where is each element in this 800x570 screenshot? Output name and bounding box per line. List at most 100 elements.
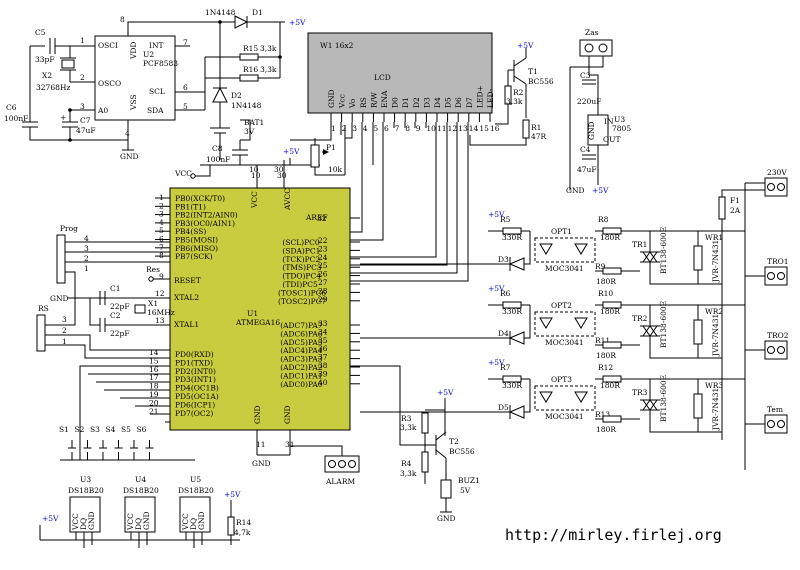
lcd-label: LCD xyxy=(374,73,391,82)
ch-rs: R9 xyxy=(595,262,606,271)
rtc-pin-vdd: VDD xyxy=(129,42,138,60)
c7-plus: + xyxy=(60,113,66,122)
mcu-pin-label: PB5(MOSI) xyxy=(175,236,218,245)
ch-opto-symbol xyxy=(539,391,588,403)
lcd-pin-name: GND xyxy=(327,89,336,108)
mcu-pin-label: (ADC6)PA6 xyxy=(280,329,323,338)
rtc-pin6-num: 6 xyxy=(183,83,188,92)
mcu-pin-num: 17 xyxy=(149,373,159,382)
rtc-pin-vss: VSS xyxy=(129,94,138,111)
sensor-part: DS18B20 xyxy=(123,486,159,495)
switch-label: S5 xyxy=(121,425,131,434)
ch-supply: +5V xyxy=(488,358,505,367)
prog-n4: 4 xyxy=(84,234,89,243)
rtc-gnd: GND xyxy=(120,152,139,161)
rtc-pin1-num: 1 xyxy=(80,36,85,45)
mcu-avcc: AVCC xyxy=(283,188,292,211)
ch-rin-body xyxy=(502,301,522,309)
lcd-pin-name: RS xyxy=(359,97,368,108)
rtc-pin-a0: A0 xyxy=(97,106,108,115)
ch-led-wire xyxy=(360,305,531,339)
switch-symbol xyxy=(99,440,107,460)
ch-rs-body xyxy=(602,415,622,423)
r1-label: R1 xyxy=(531,123,541,132)
lcd-pin-name: D7 xyxy=(465,97,474,108)
vcc-node-label: VCC xyxy=(174,169,192,178)
mcu-pin-num: 22 xyxy=(318,236,328,245)
lcd-pin-num: 8 xyxy=(405,124,410,133)
channel-block: 230V F1 2A R5330R+5VD3OPT1MOC3041R8180RR… xyxy=(360,168,789,470)
ch-opto-symbol xyxy=(539,243,588,255)
ch-optp: MOC3041 xyxy=(545,264,584,273)
lcd-pin-num: 4 xyxy=(363,124,368,133)
mcu-pin-label: PB6(MISO) xyxy=(175,244,218,253)
mcu-pin-label: (ADC4)PA4 xyxy=(280,346,323,355)
r4 xyxy=(421,451,429,473)
rtc-pin-osci: OSCI xyxy=(98,41,118,50)
ch-wrp: JVR-7N431 xyxy=(711,314,720,357)
rtc-part: PCF8583 xyxy=(143,59,178,68)
pin10-num: 10 xyxy=(251,171,261,180)
c4-value: 47uF xyxy=(577,165,597,174)
buzzer-gnd: GND xyxy=(437,514,456,523)
fuse-value: 2A xyxy=(730,206,741,215)
mcu-pin-label: (TDO)PC4 xyxy=(282,272,321,281)
ch-rs-body xyxy=(602,341,622,349)
ch-varistor-wire xyxy=(650,304,745,358)
c8-label: C8 xyxy=(212,144,223,153)
pin9-num: 9 xyxy=(159,272,164,281)
x1-value: 16MHz xyxy=(147,308,175,317)
ch-trp: BT138-600E xyxy=(659,227,668,274)
lcd-pin-num: 7 xyxy=(395,124,400,133)
sensor-ref: U5 xyxy=(190,475,201,484)
mcu-pin-num: 18 xyxy=(149,382,159,391)
lcd-pin-num: 5 xyxy=(373,124,378,133)
ch-rg: R10 xyxy=(598,289,613,298)
ch-opto-symbol xyxy=(539,317,588,329)
rs-n2: 2 xyxy=(62,326,67,335)
rs-n1: 1 xyxy=(62,337,67,346)
c6-value: 100nF xyxy=(4,114,28,123)
sensor-pin: GND xyxy=(87,511,96,530)
ch-wr: WR1 xyxy=(705,233,723,242)
ch-tr: TR1 xyxy=(632,240,647,249)
mcu-gnd1: GND xyxy=(253,405,262,424)
mcu-pin-label: (ADC3)PA3 xyxy=(280,355,323,364)
mcu-pin-label: PD0(RXD) xyxy=(175,350,214,359)
r2-value: 3,3k xyxy=(506,97,523,106)
mcu-pin-label: PB7(SCK) xyxy=(175,252,213,261)
sensor-pin: VCC xyxy=(126,513,135,531)
ch-rs-body xyxy=(602,267,622,275)
sensor-leads xyxy=(185,532,203,548)
r4-label: R4 xyxy=(401,459,412,468)
ch-rinv: 330R xyxy=(502,233,522,242)
mcu-pin-label: (TDI)PC5 xyxy=(282,280,318,289)
mcu-pin-num: 35 xyxy=(318,336,328,345)
c5-label: C5 xyxy=(35,28,46,37)
psu-block: Zas C3 220uF U3 7805 GND IN OUT C4 47uF … xyxy=(566,28,631,195)
mcu-pin-num: 33 xyxy=(318,319,328,328)
lcd-pin-name: D3 xyxy=(422,97,431,108)
mcu-pin-label: (TOSC1)PC6 xyxy=(278,288,326,297)
ch-rgv: 180R xyxy=(600,233,620,242)
c2-value: 22pF xyxy=(110,329,130,338)
buzzer-block: +5V R3 3,3k R4 3,3k T2 BC556 BUZ1 5V GND xyxy=(350,365,480,523)
rtc-pin2-num: 2 xyxy=(80,73,85,82)
u3-label: U3 xyxy=(614,115,625,124)
sensor-body xyxy=(69,496,101,533)
mcu-block: VCC AVCC AREF RESET XTAL2 XTAL1 U1 ATMEG… xyxy=(149,160,360,468)
lcd-pin-num: 11 xyxy=(437,124,447,133)
mcu-xtal1: XTAL1 xyxy=(174,320,199,329)
lcd-pin-name: ENA xyxy=(380,90,389,108)
ch-rin-body xyxy=(502,375,522,383)
ch-led: D4 xyxy=(498,329,509,338)
ch-out-pin xyxy=(777,346,785,354)
ch-triac xyxy=(640,305,722,359)
rtc-pin5-num: 5 xyxy=(183,102,188,111)
prog-connector xyxy=(56,234,66,284)
c3-value: 220uF xyxy=(577,97,601,106)
lcd-title: W1 16x2 xyxy=(320,41,354,50)
rtc-chip xyxy=(94,35,176,121)
x1-label: X1 xyxy=(148,299,158,308)
